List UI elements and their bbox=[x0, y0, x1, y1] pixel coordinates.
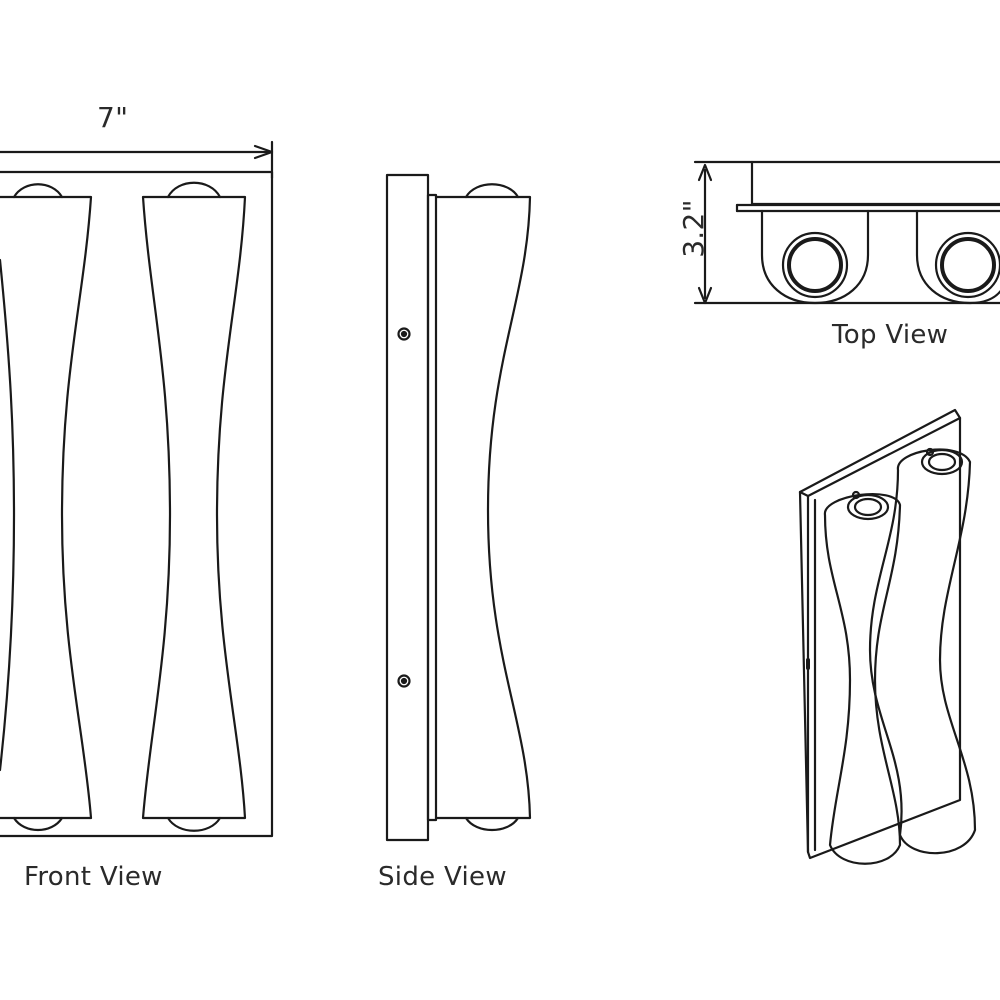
iso-rear-lens-outer bbox=[920, 448, 964, 476]
iso-rear-shade bbox=[868, 448, 977, 855]
side-screw-bottom bbox=[397, 674, 411, 688]
top-left-lens-outer bbox=[781, 231, 849, 299]
side-view-label: Side View bbox=[378, 862, 507, 892]
iso-rear-lens-inner bbox=[927, 452, 957, 472]
width-dimension-label: 7" bbox=[97, 101, 129, 134]
iso-backplate bbox=[798, 408, 962, 860]
top-right-shade bbox=[915, 209, 1000, 305]
side-view bbox=[385, 173, 532, 842]
top-left-lens-inner bbox=[787, 237, 843, 293]
side-screw-top bbox=[397, 327, 411, 341]
top-right-lens-outer bbox=[934, 231, 1000, 299]
iso-front-shade bbox=[823, 493, 902, 865]
side-backplate bbox=[385, 173, 430, 842]
front-right-shade bbox=[141, 195, 247, 820]
depth-dimension-line bbox=[693, 160, 1000, 305]
front-view bbox=[0, 140, 274, 838]
iso-front-lens-outer bbox=[846, 493, 890, 521]
front-backplate bbox=[0, 170, 274, 838]
side-bottom-dome bbox=[464, 816, 520, 831]
top-backplate bbox=[750, 160, 1000, 206]
front-right-top-dome bbox=[166, 181, 222, 199]
top-view bbox=[693, 160, 1000, 305]
front-left-bottom-dome bbox=[12, 816, 64, 831]
front-right-bottom-dome bbox=[166, 816, 222, 832]
isometric-view bbox=[798, 408, 977, 865]
front-left-top-dome bbox=[12, 183, 64, 199]
iso-front-lens-inner bbox=[853, 497, 883, 517]
side-mount-plate bbox=[426, 193, 438, 822]
front-view-label: Front View bbox=[24, 862, 163, 892]
top-right-lens-inner bbox=[940, 237, 996, 293]
top-left-shade bbox=[760, 209, 870, 305]
side-shade-profile bbox=[434, 195, 532, 820]
top-view-label: Top View bbox=[832, 320, 949, 350]
front-left-shade bbox=[0, 195, 93, 820]
depth-dimension-label: 3.2" bbox=[676, 199, 710, 258]
side-top-dome bbox=[464, 183, 520, 199]
